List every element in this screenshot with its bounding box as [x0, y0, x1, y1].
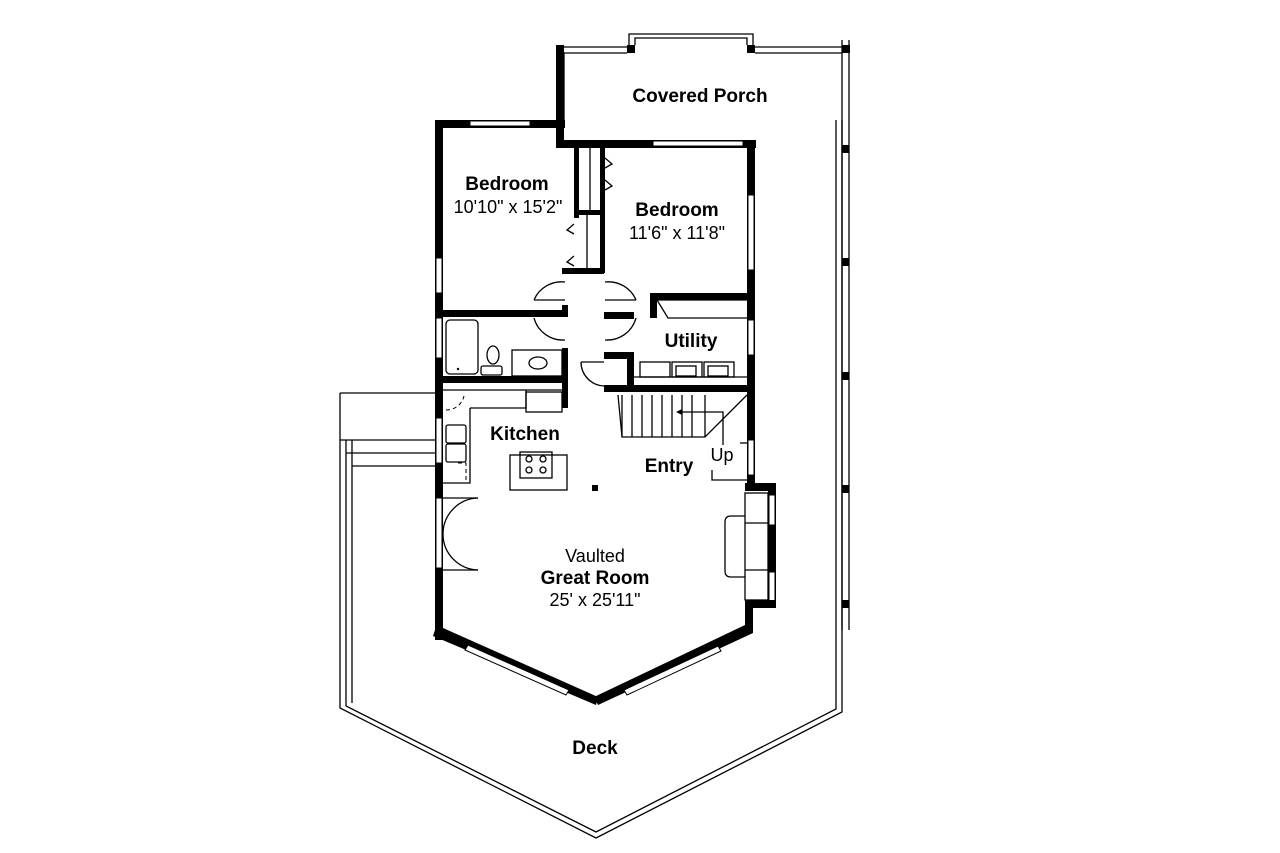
room-label-covered-porch: Covered Porch: [632, 86, 767, 107]
utility-fixtures: [634, 361, 747, 378]
stairs: [617, 394, 748, 481]
stair-arrow-icon: [676, 409, 682, 415]
covered-porch: [556, 33, 850, 142]
kitchen-island: [509, 454, 568, 491]
room-label-utility: Utility: [665, 331, 718, 352]
fireplace: [724, 492, 769, 601]
stairs-up-label: Up: [710, 445, 733, 465]
interior-walls: [443, 148, 750, 408]
room-label-deck: Deck: [572, 738, 618, 759]
room-size-great-room: 25' x 25'11": [550, 590, 641, 610]
toilet-icon: [486, 345, 500, 365]
column: [592, 485, 598, 491]
room-label-entry: Entry: [645, 456, 694, 477]
kitchen-fixtures: [443, 389, 598, 491]
cooktop-icon: [519, 451, 553, 479]
room-label-kitchen: Kitchen: [490, 424, 560, 445]
deck-outline: [339, 120, 843, 839]
room-label-bedroom-1: Bedroom: [465, 174, 548, 195]
kitchen-sink-icon: [445, 424, 467, 444]
deck-french-doors: [442, 497, 479, 571]
sink-icon: [528, 356, 548, 370]
room-label-great-room: Great Room: [541, 568, 650, 589]
vanity-icon: [511, 349, 563, 377]
room-label-bedroom-2: Bedroom: [635, 200, 718, 221]
bathroom-fixtures: [445, 319, 563, 377]
bathtub-icon: [445, 319, 479, 375]
room-size-bedroom-1: 10'10" x 15'2": [454, 197, 563, 217]
room-prefix-great-room: Vaulted: [565, 546, 625, 566]
exterior-walls: [433, 120, 776, 705]
rail-posts: [841, 40, 850, 630]
room-size-bedroom-2: 11'6" x 11'8": [629, 223, 725, 243]
